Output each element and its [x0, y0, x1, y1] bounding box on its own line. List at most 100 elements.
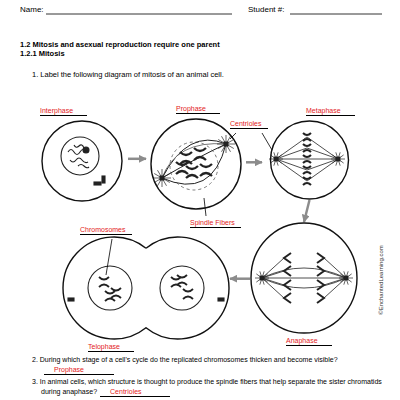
interphase-interior: [61, 137, 105, 185]
anaphase-interior-part: [284, 253, 291, 263]
prophase-interior-part: [180, 152, 192, 164]
cell-membrane-part: [42, 121, 122, 201]
cell-stage: Telophase: [62, 236, 230, 354]
metaphase-interior-part: [276, 159, 307, 160]
telophase-interior-part: [160, 266, 204, 310]
cell-membrane: [63, 237, 229, 339]
stage-arrow: [304, 200, 310, 222]
interphase-interior-part: [74, 145, 84, 148]
header-text: Name:: [20, 5, 44, 14]
telophase-interior-part: [68, 298, 74, 301]
header-text: Student #:: [248, 5, 284, 14]
anaphase-interior: [255, 253, 353, 303]
header-text: 1.2.1 Mitosis: [20, 50, 65, 59]
cell-membrane-part: [151, 119, 241, 209]
stage-label: Metaphase: [306, 106, 355, 116]
question-text: 3. In animal cells, which structure is t…: [32, 378, 382, 395]
cell-membrane-part: [63, 237, 229, 339]
cell-outline: [36, 106, 128, 202]
leader-line-part: [262, 133, 272, 150]
prophase-interior-part: [224, 142, 228, 146]
copyright-watermark: ©EnchantedLearning.com: [378, 245, 384, 314]
cell-stage: Anaphase: [250, 222, 358, 348]
anaphase-interior-part: [317, 293, 324, 303]
answer-text: Prophase: [44, 365, 114, 375]
interphase-interior-part: [102, 176, 105, 183]
interphase-interior-part: [70, 158, 88, 163]
telophase-interior-part: [99, 277, 109, 287]
stage-label: Interphase: [40, 106, 87, 116]
anaphase-interior-part: [324, 258, 346, 278]
metaphase-interior-part: [303, 133, 311, 141]
leader-line: [106, 133, 272, 275]
prophase-interior-part: [186, 166, 198, 178]
prophase-interior-part: [162, 144, 226, 178]
anaphase-interior-part: [262, 268, 346, 278]
part-label: Centrioles: [230, 119, 268, 129]
stage-arrow: [230, 277, 250, 280]
telophase-interior-part: [88, 266, 132, 310]
anaphase-interior-part: [324, 271, 346, 278]
stage-arrow: [246, 161, 262, 164]
metaphase-interior-part: [274, 157, 278, 161]
anaphase-interior-part: [260, 276, 264, 280]
anaphase-interior-part: [262, 271, 284, 278]
leader-line-part: [106, 239, 112, 275]
anaphase-interior-part: [262, 258, 284, 278]
anaphase-interior-part: [284, 266, 291, 276]
metaphase-interior-part: [303, 155, 311, 163]
cell-outline: [62, 236, 230, 354]
cell-membrane: [151, 119, 241, 209]
metaphase-interior-part: [303, 144, 311, 152]
cell-stage: Metaphase: [262, 106, 357, 200]
question: 2. During which stage of a cell's cycle …: [32, 355, 386, 375]
telophase-interior-part: [177, 275, 187, 285]
prophase-interior-part: [176, 162, 188, 174]
prophase-interior: [153, 135, 235, 190]
part-label: Spindle Fibers: [190, 218, 241, 228]
stage-label: Prophase: [176, 104, 220, 114]
telophase-interior-part: [218, 298, 224, 301]
cell-outline: [146, 104, 246, 210]
cell-stage: Prophase: [146, 104, 246, 210]
prophase-interior-part: [194, 148, 206, 160]
metaphase-interior-part: [303, 177, 311, 185]
metaphase-interior-part: [303, 166, 311, 174]
leader-line-part: [204, 198, 206, 216]
anaphase-interior-part: [262, 278, 346, 288]
interphase-interior-part: [94, 182, 101, 185]
metaphase-interior-part: [276, 148, 307, 159]
stage-arrow: [128, 158, 146, 161]
cell-membrane: [251, 223, 357, 333]
prophase-interior-part: [200, 164, 212, 176]
interphase-interior-part: [78, 165, 89, 168]
prophase-interior-part: [162, 140, 226, 178]
metaphase-interior: [269, 133, 345, 185]
header-text: 1. Label the following diagram of mitosi…: [32, 71, 224, 80]
metaphase-interior-part: [336, 157, 340, 161]
prophase-interior-part: [160, 176, 164, 180]
metaphase-interior-part: [307, 148, 338, 159]
anaphase-interior-part: [262, 278, 346, 279]
worksheet-heading: 1.2 Mitosis and asexual reproduction req…: [20, 41, 220, 50]
stage-label: Anaphase: [286, 336, 332, 346]
metaphase-interior-part: [307, 159, 338, 170]
cell-membrane: [42, 121, 122, 201]
anaphase-interior-part: [262, 278, 284, 298]
telophase-interior: [68, 266, 224, 310]
cell-membrane-part: [271, 121, 349, 199]
telophase-interior-part: [171, 277, 181, 287]
anaphase-interior-part: [284, 280, 291, 290]
metaphase-interior-part: [307, 159, 338, 160]
anaphase-interior-part: [324, 278, 346, 298]
cell-membrane-part: [251, 223, 357, 333]
answer-blank-part: [46, 14, 232, 15]
interphase-interior-part: [68, 150, 86, 155]
anaphase-interior-part: [317, 280, 324, 290]
question: 3. In animal cells, which structure is t…: [32, 377, 386, 397]
cell-stage: Interphase: [36, 106, 128, 202]
telophase-interior-part: [105, 291, 115, 301]
